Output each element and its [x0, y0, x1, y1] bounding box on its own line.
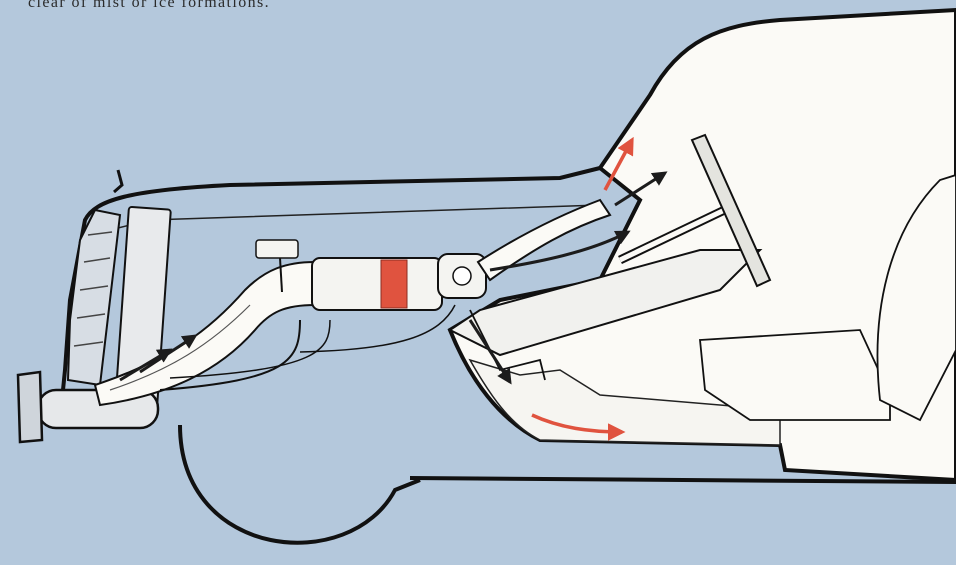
heater-box — [312, 258, 442, 310]
seat-cushion — [700, 330, 890, 420]
heater-matrix — [381, 260, 407, 308]
mascot — [114, 170, 122, 192]
bumper-overrider — [18, 372, 42, 442]
inlet-fitting — [256, 240, 298, 258]
sill-line — [410, 478, 956, 482]
front-wheel-arch — [180, 425, 420, 543]
fan-hub — [453, 267, 471, 285]
